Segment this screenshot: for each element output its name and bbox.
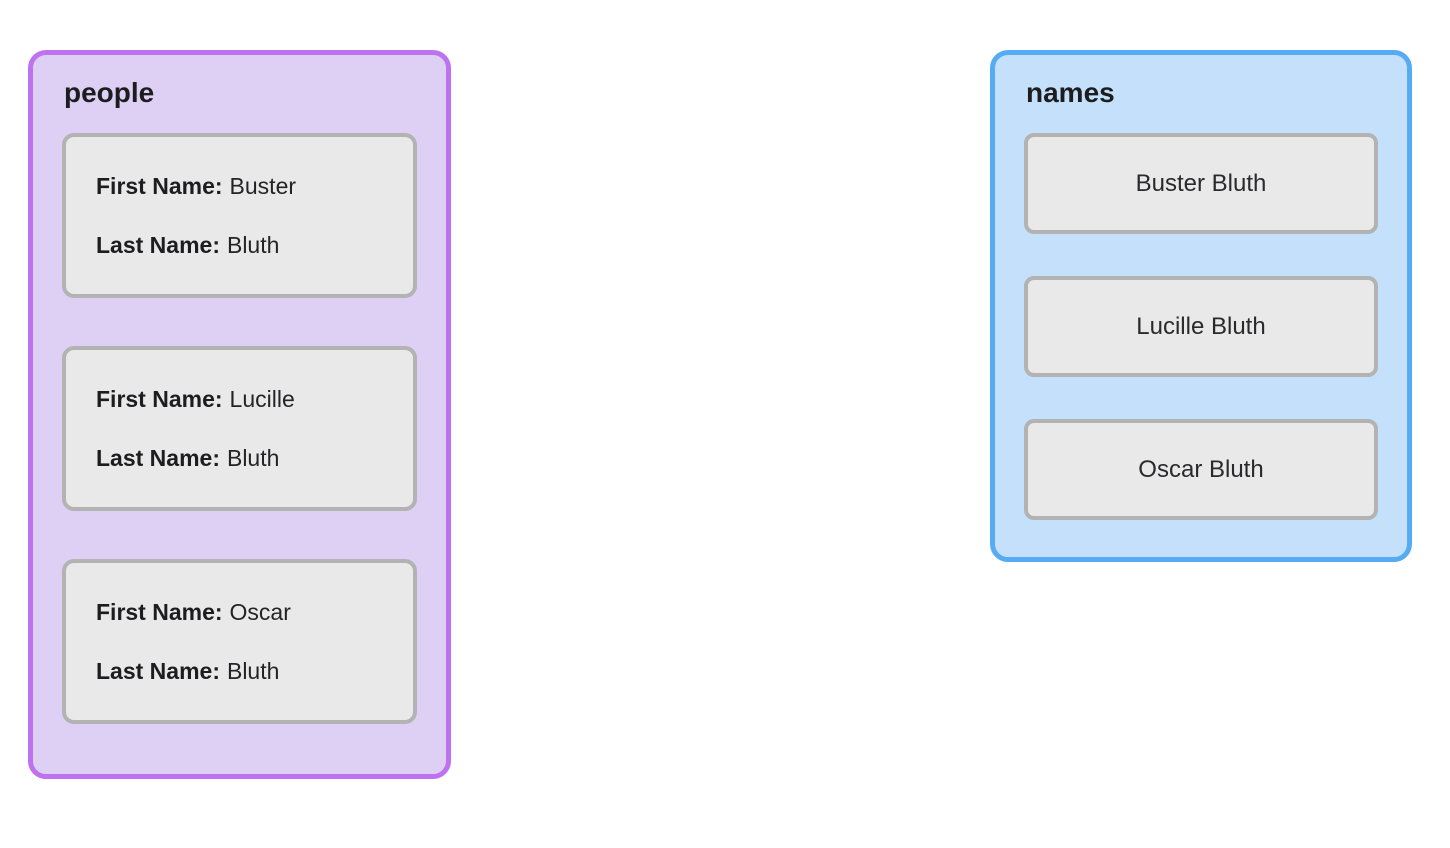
name-value: Lucille Bluth <box>1136 312 1266 340</box>
name-value: Oscar Bluth <box>1138 455 1264 483</box>
people-panel-title: people <box>64 77 155 108</box>
last-name-field: Last Name:Bluth <box>96 443 383 473</box>
names-panel-title: names <box>1026 77 1115 108</box>
name-value: Buster Bluth <box>1135 169 1267 197</box>
first-name-field: First Name:Oscar <box>96 597 383 627</box>
name-card: Lucille Bluth <box>1024 276 1378 377</box>
person-card: First Name:Lucille Last Name:Bluth <box>62 346 417 511</box>
last-name-field: Last Name:Bluth <box>96 230 383 260</box>
last-name-label: Last Name: <box>96 658 220 684</box>
last-name-value: Bluth <box>226 232 280 258</box>
names-panel: names Buster Bluth Lucille Bluth Oscar B… <box>990 50 1412 562</box>
first-name-field: First Name:Buster <box>96 171 383 201</box>
last-name-value: Bluth <box>226 658 280 684</box>
last-name-label: Last Name: <box>96 445 220 471</box>
first-name-value: Buster <box>229 173 297 199</box>
people-panel: people First Name:Buster Last Name:Bluth… <box>28 50 451 779</box>
first-name-label: First Name: <box>96 599 223 625</box>
person-card: First Name:Buster Last Name:Bluth <box>62 133 417 298</box>
name-card: Buster Bluth <box>1024 133 1378 234</box>
last-name-label: Last Name: <box>96 232 220 258</box>
first-name-field: First Name:Lucille <box>96 384 383 414</box>
first-name-label: First Name: <box>96 173 223 199</box>
name-card: Oscar Bluth <box>1024 419 1378 520</box>
first-name-value: Lucille <box>229 386 295 412</box>
first-name-label: First Name: <box>96 386 223 412</box>
last-name-value: Bluth <box>226 445 280 471</box>
first-name-value: Oscar <box>229 599 291 625</box>
last-name-field: Last Name:Bluth <box>96 656 383 686</box>
person-card: First Name:Oscar Last Name:Bluth <box>62 559 417 724</box>
